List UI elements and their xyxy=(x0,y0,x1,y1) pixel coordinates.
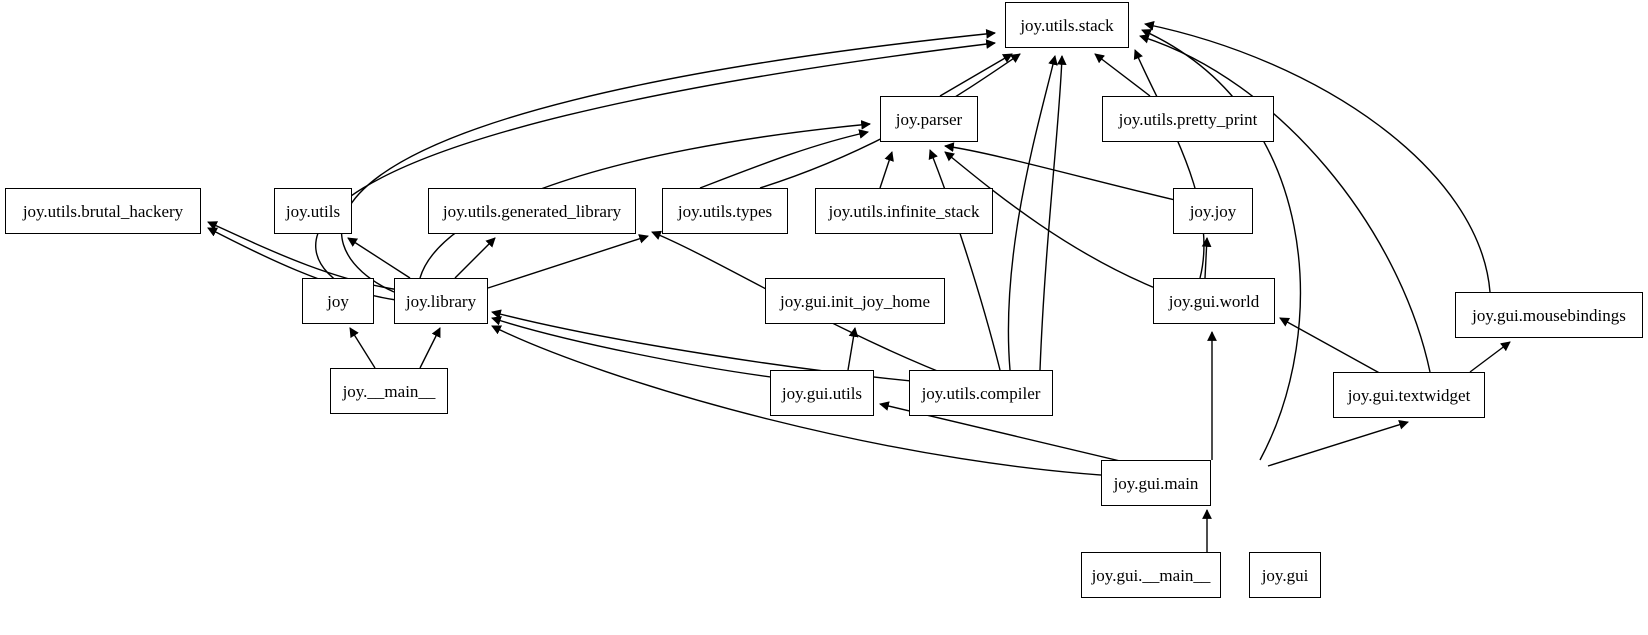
node-label: joy.joy xyxy=(1189,201,1237,221)
edge-joy-joy-to-parser xyxy=(944,142,1176,201)
edge-gui-main2-to-utils-stack xyxy=(1144,20,1491,293)
node-joy-utils[interactable]: joy.utils xyxy=(274,188,352,234)
edge-paths xyxy=(207,20,1511,578)
node-joy-utils-compiler[interactable]: joy.utils.compiler xyxy=(909,370,1053,416)
edge-gui-world-to-joy-joy xyxy=(1201,237,1212,279)
node-joy-utils-infinite-stack[interactable]: joy.utils.infinite_stack xyxy=(815,188,993,234)
edge-gui-main-to-library xyxy=(491,325,1159,479)
node-label: joy.gui.__main__ xyxy=(1091,565,1211,585)
edge-gui-main-to-gui-textwidget xyxy=(1267,419,1409,467)
edge-utils-compiler-to-library xyxy=(491,309,956,386)
node-label: joy xyxy=(327,291,349,311)
node-label: joy.gui.init_joy_home xyxy=(779,291,930,311)
node-joy-utils-stack[interactable]: joy.utils.stack xyxy=(1005,2,1129,48)
node-label: joy.utils.infinite_stack xyxy=(828,201,980,221)
node-joy-gui-textwidget[interactable]: joy.gui.textwidget xyxy=(1333,372,1485,418)
node-joy-utils-generated-library[interactable]: joy.utils.generated_library xyxy=(428,188,636,234)
edge-joy-to-utils-brutal xyxy=(207,221,401,291)
node-joy-gui-main[interactable]: joy.gui.main xyxy=(1101,460,1211,506)
edge-utils-pretty-to-utils-stack xyxy=(1094,53,1151,97)
edge-library-to-parser xyxy=(419,119,871,279)
node-joy-utils-pretty-print[interactable]: joy.utils.pretty_print xyxy=(1102,96,1274,142)
node-joy-gui-mousebindings[interactable]: joy.gui.mousebindings xyxy=(1455,292,1643,338)
edge-library-to-utils xyxy=(347,237,411,279)
node-joy-parser[interactable]: joy.parser xyxy=(880,96,978,142)
edge-gui-textwidget-to-utils-stack xyxy=(1139,33,1431,373)
node-joy-gui-main-dunder[interactable]: joy.gui.__main__ xyxy=(1081,552,1221,598)
node-label: joy.utils.stack xyxy=(1020,15,1114,35)
edge-gui-utils-to-library xyxy=(491,316,813,383)
node-joy-main-dunder[interactable]: joy.__main__ xyxy=(330,368,448,414)
node-label: joy.utils.brutal_hackery xyxy=(22,201,184,221)
node-joy-library[interactable]: joy.library xyxy=(394,278,488,324)
edge-gui-world-to-parser xyxy=(944,151,1161,291)
node-joy-gui-utils[interactable]: joy.gui.utils xyxy=(770,370,874,416)
node-label: joy.gui xyxy=(1261,565,1309,585)
node-label: joy.__main__ xyxy=(342,381,436,401)
node-label: joy.utils.pretty_print xyxy=(1118,109,1258,129)
node-label: joy.gui.textwidget xyxy=(1347,385,1471,405)
node-label: joy.utils.compiler xyxy=(921,383,1041,403)
node-joy-gui[interactable]: joy.gui xyxy=(1249,552,1321,598)
edge-gui-utils-to-gui-init-home xyxy=(847,327,859,371)
node-joy-gui-init-joy-home[interactable]: joy.gui.init_joy_home xyxy=(765,278,945,324)
edge-gui-textwidget-to-gui-mousebindings xyxy=(1469,341,1511,373)
node-label: joy.gui.main xyxy=(1113,473,1199,493)
edge-utils-types-to-parser xyxy=(699,129,869,189)
node-label: joy.utils.generated_library xyxy=(442,201,622,221)
edge-main-dunder-to-library xyxy=(419,327,441,369)
edge-main-dunder-to-joy xyxy=(349,327,376,369)
edge-library-to-utils-stack xyxy=(340,29,996,293)
node-label: joy.gui.world xyxy=(1168,291,1260,311)
edge-gui-world-to-utils-stack xyxy=(1133,49,1205,279)
node-joy-gui-world[interactable]: joy.gui.world xyxy=(1153,278,1275,324)
node-joy-joy[interactable]: joy.joy xyxy=(1173,188,1253,234)
node-label: joy.gui.mousebindings xyxy=(1472,305,1626,325)
node-label: joy.utils.types xyxy=(677,201,773,221)
node-label: joy.library xyxy=(405,291,477,311)
node-joy[interactable]: joy xyxy=(302,278,374,324)
edge-library-to-utils-genlib xyxy=(454,237,496,279)
node-label: joy.gui.utils xyxy=(781,383,863,403)
node-joy-utils-types[interactable]: joy.utils.types xyxy=(662,188,788,234)
edge-utils-compiler-to-utils-stack xyxy=(1007,55,1058,371)
edge-gui-main-to-utils-stack xyxy=(1141,29,1302,461)
node-label: joy.utils xyxy=(285,201,341,221)
edge-utils-infinite-to-parser xyxy=(879,151,894,189)
node-label: joy.parser xyxy=(895,109,963,129)
edge-joy-to-utils-stack xyxy=(315,39,996,291)
edge-utils-compiler-to-parser xyxy=(928,149,1001,371)
node-joy-utils-brutal-hackery[interactable]: joy.utils.brutal_hackery xyxy=(5,188,201,234)
edge-parser-to-utils-stack xyxy=(939,53,1013,97)
edge-utils-compiler2-to-utils-stack xyxy=(1039,55,1067,371)
edge-library-to-utils-types xyxy=(487,234,649,289)
